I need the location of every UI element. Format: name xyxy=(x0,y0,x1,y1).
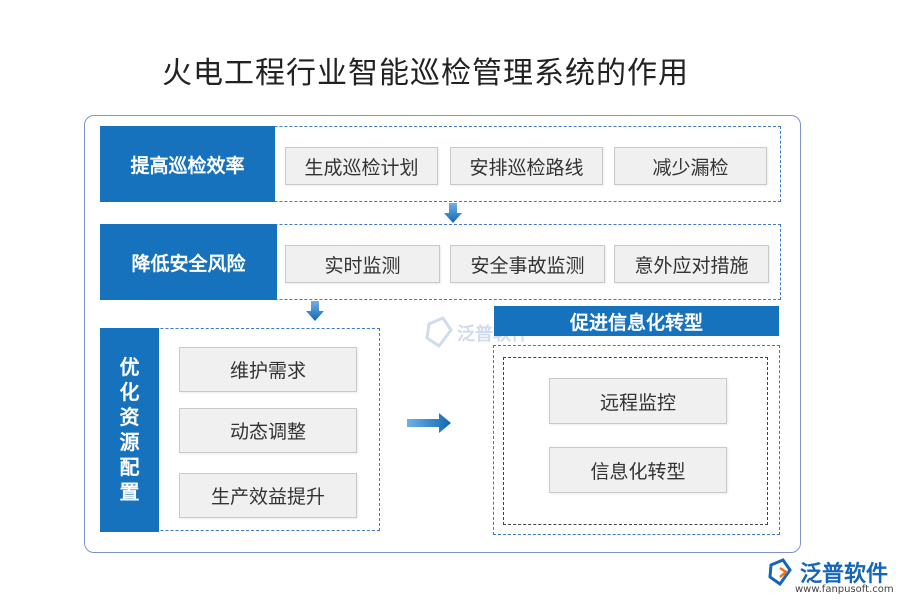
heading-char: 源 xyxy=(119,430,140,454)
section-heading: 降低安全风险 xyxy=(100,224,277,300)
section-optimize-resources: 优 化 资 源 配 置 维护需求 动态调整 生产效益提升 xyxy=(100,328,380,532)
heading-char: 优 xyxy=(119,355,140,379)
brand-logo-icon xyxy=(768,558,792,586)
item-arrange-route: 安排巡检路线 xyxy=(450,147,603,185)
section-improve-efficiency: 提高巡检效率 生成巡检计划 安排巡检路线 减少漏检 xyxy=(100,126,781,202)
heading-char: 配 xyxy=(119,455,140,479)
section-reduce-risk: 降低安全风险 实时监测 安全事故监测 意外应对措施 xyxy=(100,224,781,300)
inner-dashed-box: 远程监控 信息化转型 xyxy=(503,357,768,525)
section-heading-vertical: 优 化 资 源 配 置 xyxy=(100,328,159,532)
brand-url: www.fanpusoft.com xyxy=(795,584,894,595)
item-productivity-gain: 生产效益提升 xyxy=(179,473,357,518)
item-reduce-missed: 减少漏检 xyxy=(614,147,767,185)
item-dynamic-adjustment: 动态调整 xyxy=(179,408,357,453)
page-title: 火电工程行业智能巡检管理系统的作用 xyxy=(162,56,689,91)
item-remote-monitoring: 远程监控 xyxy=(549,378,727,424)
item-accident-monitoring: 安全事故监测 xyxy=(450,245,605,283)
section-heading: 提高巡检效率 xyxy=(100,126,275,202)
arrow-down-icon xyxy=(306,301,324,321)
brand-name: 泛普软件 xyxy=(800,562,889,587)
heading-char: 资 xyxy=(119,405,140,429)
item-emergency-measures: 意外应对措施 xyxy=(614,245,769,283)
brand-logo: 泛普软件 xyxy=(768,556,888,588)
item-informatization: 信息化转型 xyxy=(549,447,727,493)
section-digital-transformation: 远程监控 信息化转型 xyxy=(493,345,780,535)
item-generate-plan: 生成巡检计划 xyxy=(285,147,438,185)
heading-char: 置 xyxy=(119,480,140,504)
item-realtime-monitoring: 实时监测 xyxy=(285,245,440,283)
arrow-down-icon xyxy=(444,203,462,223)
section-heading: 促进信息化转型 xyxy=(494,306,779,336)
arrow-right-icon xyxy=(407,413,451,433)
item-maintenance-needs: 维护需求 xyxy=(179,347,357,392)
heading-char: 化 xyxy=(119,380,140,404)
diagram-frame xyxy=(84,115,801,553)
